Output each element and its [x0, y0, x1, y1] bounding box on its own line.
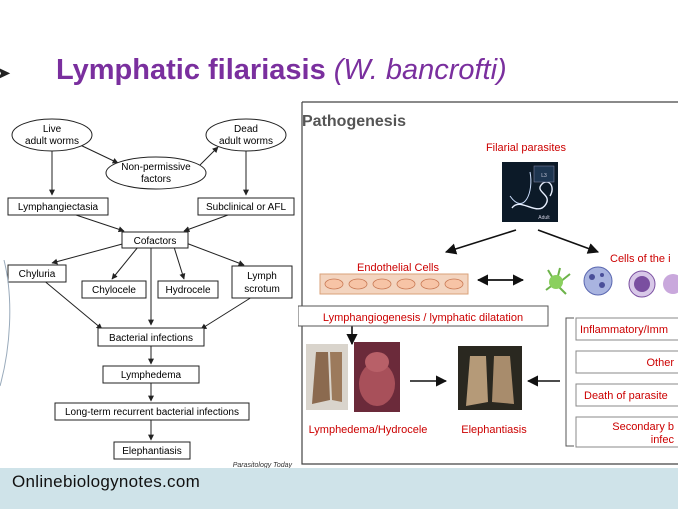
filarial-label: Filarial parasites: [486, 142, 567, 154]
lymphangiectasia-label: Lymphangiectasia: [18, 202, 99, 213]
lymphangiogenesis-label: Lymphangiogenesis / lymphatic dilatation: [323, 312, 523, 324]
title-italic: (W. bancrofti): [333, 54, 507, 86]
cofactors-node: [121, 231, 189, 249]
chylocele-node: [81, 280, 147, 299]
elephantiasis-label: Elephantiasis: [122, 446, 181, 457]
filarial-parasite-image: L3 Adult: [502, 162, 558, 222]
hydrocele-node: [157, 280, 219, 299]
elephantiasis-node: [113, 441, 191, 460]
endothelial-cells-image: [319, 273, 469, 295]
non-permissive-line1: Non-permissive: [121, 162, 191, 173]
pathogenesis-diagram: Pathogenesis Filarial parasites L3 Adult…: [298, 100, 678, 468]
subclinical-node: [197, 197, 295, 216]
chyluria-label: Chyluria: [19, 269, 56, 280]
secondary-node: [575, 416, 678, 448]
cofactors-label: Cofactors: [134, 236, 177, 247]
flowchart-diagram: Live adult worms Dead adult worms Non-pe…: [6, 113, 298, 470]
lymph-scrotum-line1: Lymph: [247, 271, 277, 282]
bacterial-node: [97, 327, 205, 347]
live-worms-line2: adult worms: [25, 136, 79, 147]
footer-text: Onlinebiologynotes.com: [12, 472, 201, 491]
non-permissive-line2: factors: [141, 174, 171, 185]
hydrocele-label: Hydrocele: [165, 285, 210, 296]
secondary-line1: Secondary b: [612, 421, 674, 433]
long-term-label: Long-term recurrent bacterial infections: [65, 407, 239, 418]
immune-cells-image: [545, 266, 678, 298]
source-label: Parasitology Today: [233, 462, 293, 469]
hydrocele-photo: [354, 342, 400, 412]
dead-worms-node: [205, 118, 287, 152]
subclinical-label: Subclinical or AFL: [206, 202, 286, 213]
death-label: Death of parasite: [584, 390, 668, 402]
slide-title: Lymphatic filariasis (W. bancrofti): [56, 54, 507, 87]
bullet-arrow-icon: ➤: [0, 63, 12, 83]
elephantiasis-photo: [458, 346, 522, 410]
live-worms-node: [11, 118, 93, 152]
cells-of-label: Cells of the i: [610, 253, 671, 265]
lymph-scrotum-line2: scrotum: [244, 284, 280, 295]
other-node: [575, 350, 678, 374]
long-term-node: [54, 402, 250, 421]
lymphedema-node: [102, 365, 200, 384]
dead-worms-line2: adult worms: [219, 136, 273, 147]
title-bold: Lymphatic filariasis: [56, 54, 326, 86]
bacterial-label: Bacterial infections: [109, 333, 193, 344]
endothelial-label: Endothelial Cells: [357, 262, 439, 274]
inflammatory-node: [575, 317, 678, 341]
non-permissive-node: [105, 156, 207, 190]
footer-bar: [0, 468, 678, 509]
lymph-scrotum-node: [231, 265, 293, 299]
inflammatory-label: Inflammatory/Imm: [580, 324, 668, 336]
lymphedema-label: Lymphedema: [121, 370, 182, 381]
l3-label: L3: [541, 173, 547, 179]
adult-label: Adult: [538, 215, 550, 221]
other-label: Other: [646, 357, 674, 369]
decorative-curve: [0, 260, 11, 387]
secondary-line2: infec: [651, 434, 675, 446]
chylocele-label: Chylocele: [92, 285, 136, 296]
live-worms-line1: Live: [43, 124, 62, 135]
dead-worms-line1: Dead: [234, 124, 258, 135]
elephantiasis-label: Elephantiasis: [461, 424, 527, 436]
lymphangiogenesis-node: [298, 305, 549, 327]
pathogenesis-heading: Pathogenesis: [302, 113, 406, 130]
chyluria-node: [7, 264, 67, 283]
lymphedema-hydrocele-label: Lymphedema/Hydrocele: [309, 424, 428, 436]
lymphedema-photo: [306, 344, 348, 410]
death-node: [575, 383, 678, 407]
lymphangiectasia-node: [7, 197, 109, 216]
